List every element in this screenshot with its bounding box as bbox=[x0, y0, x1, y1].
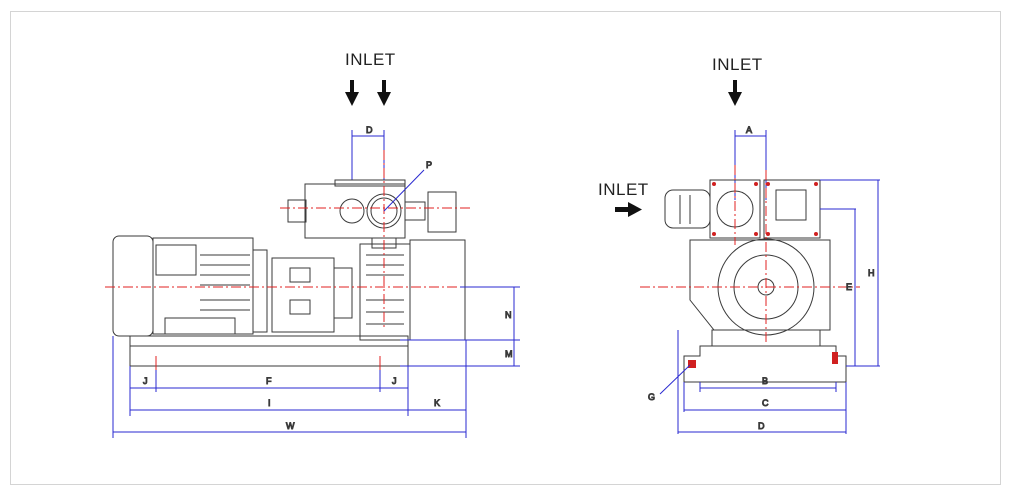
side-dim-nm bbox=[400, 286, 520, 367]
side-dim-n-label: N bbox=[505, 310, 512, 320]
valve-block bbox=[287, 179, 457, 249]
side-dim-f-label: F bbox=[266, 376, 272, 386]
front-inlet-top-label: INLET bbox=[712, 55, 763, 74]
motor bbox=[112, 235, 268, 337]
side-center-lines bbox=[105, 150, 500, 330]
front-inlet-side-label: INLET bbox=[598, 180, 649, 199]
front-dim-a-label: A bbox=[746, 125, 752, 135]
front-dim-b-label: B bbox=[762, 376, 768, 386]
front-center-lines bbox=[640, 165, 860, 345]
drawing-frame bbox=[10, 11, 1001, 485]
side-dim-w-label: W bbox=[286, 421, 295, 431]
front-view: A bbox=[615, 80, 880, 434]
front-dim-he bbox=[820, 179, 880, 367]
base-frame bbox=[129, 335, 409, 367]
front-dim-h-label: H bbox=[868, 268, 875, 278]
pump-body bbox=[359, 239, 466, 341]
side-dim-bottom bbox=[112, 336, 467, 438]
side-dim-j-label: J bbox=[143, 376, 148, 386]
front-valve-heads bbox=[664, 179, 821, 239]
side-dim-p-label: P bbox=[426, 160, 432, 170]
front-dim-e-label: E bbox=[846, 282, 852, 292]
side-dim-k-label: K bbox=[434, 398, 440, 408]
front-g-leader bbox=[659, 364, 691, 395]
side-dim-d bbox=[351, 130, 385, 180]
side-inlet-label: INLET bbox=[345, 50, 396, 69]
front-inlet-arrow-side bbox=[615, 202, 642, 217]
side-inlet-arrow-left bbox=[345, 80, 359, 106]
side-inlet-arrow-right bbox=[377, 80, 391, 106]
front-dim-g-label: G bbox=[648, 392, 655, 402]
front-bolts bbox=[712, 182, 818, 236]
side-view: D bbox=[105, 80, 520, 438]
front-housing bbox=[689, 238, 831, 347]
side-dim-i-label: I bbox=[268, 398, 271, 408]
front-dim-c-label: C bbox=[762, 398, 769, 408]
side-dim-j2-label: J bbox=[392, 376, 397, 386]
coupling bbox=[271, 257, 353, 333]
side-p-leader bbox=[383, 169, 425, 212]
front-dim-bottom bbox=[677, 330, 847, 434]
side-dim-d-label: D bbox=[366, 125, 373, 135]
side-dim-m-label: M bbox=[505, 349, 513, 359]
front-dim-d-label: D bbox=[758, 421, 765, 431]
front-dim-a bbox=[734, 130, 767, 200]
front-inlet-arrow-top bbox=[728, 80, 742, 106]
